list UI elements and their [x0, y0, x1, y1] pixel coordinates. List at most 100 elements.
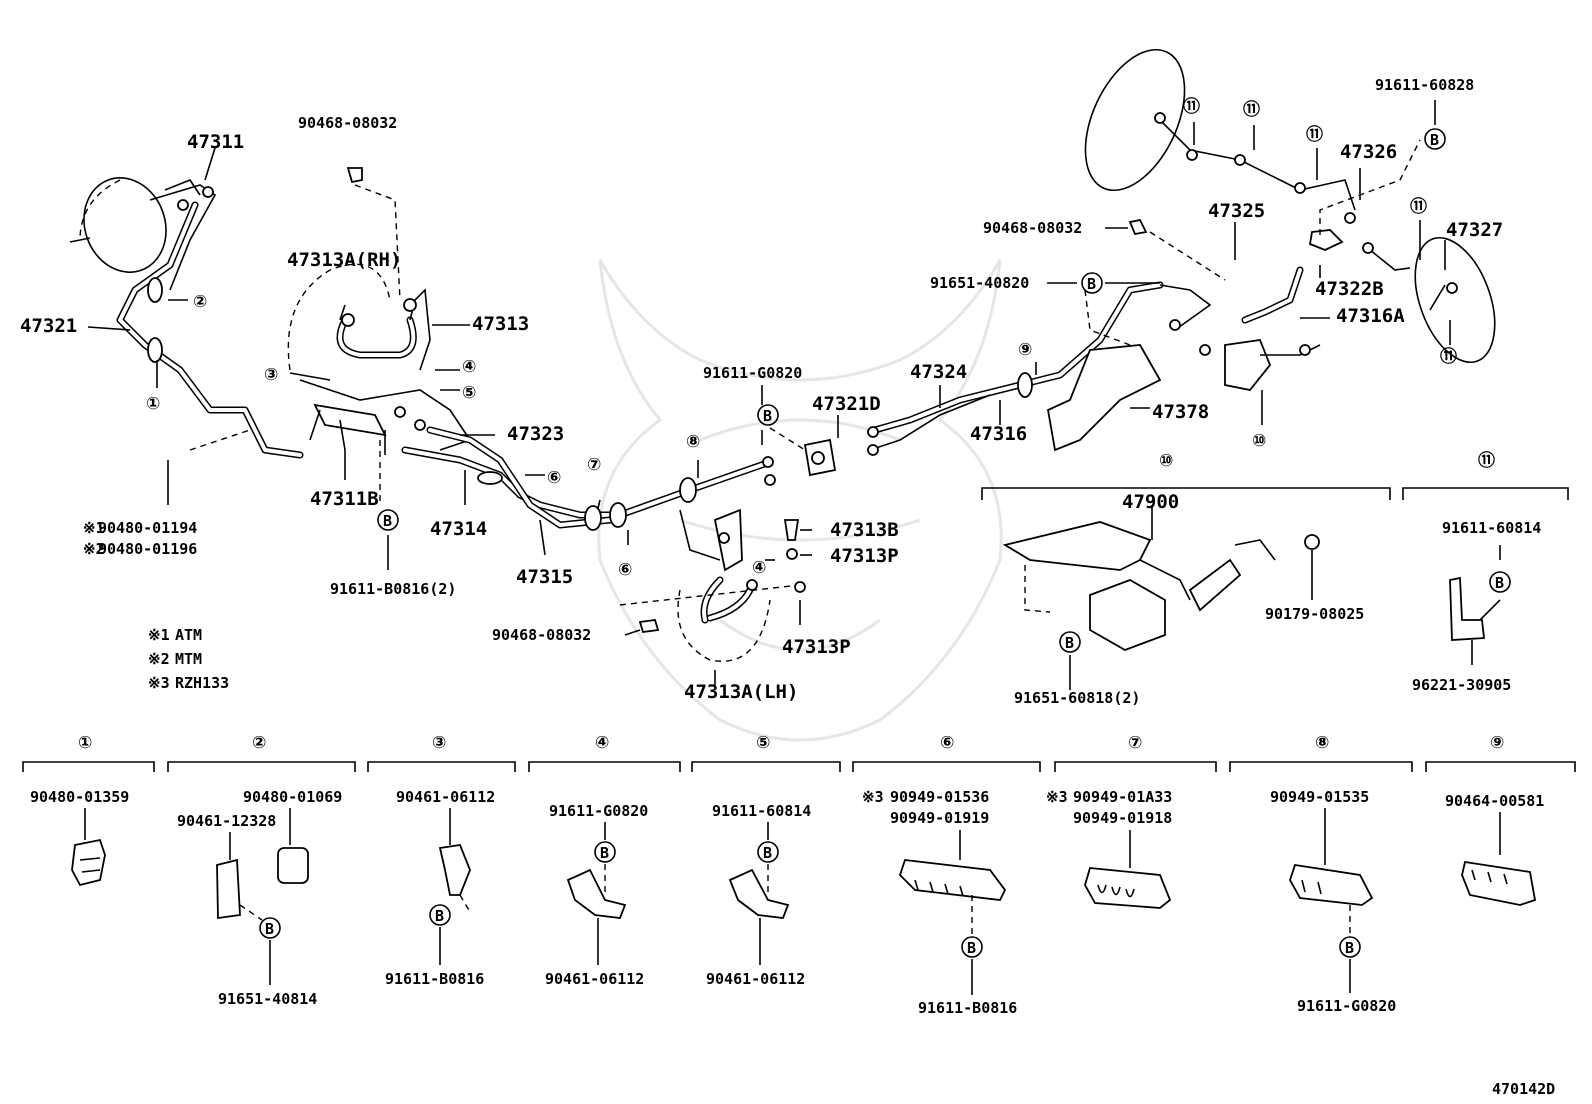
detail-group-1: 90480-01359	[30, 788, 129, 887]
detail-group-5: 91611-60814 B 90461-06112	[706, 802, 811, 988]
callout-4-lower: ④	[752, 558, 766, 578]
g4-part-b: 90461-06112	[545, 970, 644, 988]
brake-line-47324-47316	[867, 281, 1212, 456]
group-header-6: ⑥	[940, 733, 954, 753]
group-header-8: ⑧	[1315, 733, 1329, 753]
group-header-9: ⑨	[1490, 733, 1504, 753]
note-mark-1-legend: ※1	[148, 626, 170, 644]
g6-b-marker: B	[967, 939, 976, 957]
g6-mark: ※3	[862, 788, 884, 806]
diagram-code: 470142D	[1492, 1080, 1555, 1098]
g7-part-b: 90949-01918	[1073, 809, 1172, 827]
callout-9-upper: ⑨	[1018, 340, 1032, 360]
label-90468-08032-a: 90468-08032	[298, 114, 397, 132]
note-text-atm: ATM	[175, 626, 202, 644]
g5-part-a: 91611-60814	[712, 802, 811, 820]
callout-numbers: ② ① ③ ④ ⑤ ⑥ ⑦ ⑥ ⑧ ④ ⑨ ⑩ ⑪ ⑪ ⑪ ⑪ ⑪ ⑩ ⑪	[146, 96, 1495, 580]
callout-11-c: ⑪	[1306, 124, 1323, 145]
brake-line-trunk-47314-47315	[401, 426, 776, 561]
g2-part-b: 90461-12328	[177, 812, 276, 830]
label-47324: 47324	[910, 361, 967, 383]
callout-8-upper: ⑧	[686, 432, 700, 452]
group-header-2: ②	[252, 733, 266, 753]
label-47314: 47314	[430, 518, 487, 540]
b-marker-3: B	[1087, 275, 1096, 293]
g6-part-b: 90949-01919	[890, 809, 989, 827]
label-47315: 47315	[516, 566, 573, 588]
g2-part-a: 90480-01069	[243, 788, 342, 806]
label-96221-30905: 96221-30905	[1412, 676, 1511, 694]
g1-part: 90480-01359	[30, 788, 129, 806]
label-47321: 47321	[20, 315, 77, 337]
b-marker-1: B	[383, 512, 392, 530]
group-brackets-top-right	[981, 487, 1569, 500]
g2-part-c: 91651-40814	[218, 990, 317, 1008]
callout-3: ③	[264, 365, 278, 385]
g7-part-a: 90949-01A33	[1073, 788, 1172, 806]
leader-lines	[87, 100, 1451, 690]
label-90480-01196: 90480-01196	[98, 540, 197, 558]
note-text-mtm: MTM	[175, 650, 202, 668]
detail-group-4: 91611-G0820 B 90461-06112	[545, 802, 648, 988]
bracket-47311b	[299, 379, 472, 505]
label-47316: 47316	[970, 423, 1027, 445]
label-47313p-b: 47313P	[782, 636, 851, 658]
connector-47321d	[769, 427, 837, 477]
callout-11-e: ⑪	[1440, 346, 1457, 367]
label-47313a-rh: 47313A(RH)	[287, 249, 401, 271]
rear-right-brake-assembly	[1084, 48, 1496, 364]
g6-part-c: 91611-B0816	[918, 999, 1017, 1017]
callout-6-upper: ⑥	[547, 468, 561, 488]
detail-group-brackets	[22, 761, 1576, 772]
label-91611-b0816-2: 91611-B0816(2)	[330, 580, 456, 598]
g6-part-a: 90949-01536	[890, 788, 989, 806]
callout-10-upper: ⑩	[1252, 431, 1266, 451]
lsp-valve-47900	[1002, 521, 1320, 651]
label-90480-01194: 90480-01194	[98, 519, 197, 537]
label-91651-40820: 91651-40820	[930, 274, 1029, 292]
label-47323: 47323	[507, 423, 564, 445]
callout-11-b: ⑪	[1243, 99, 1260, 120]
label-47321d: 47321D	[812, 393, 881, 415]
label-90179-08025: 90179-08025	[1265, 605, 1364, 623]
g4-b-marker: B	[600, 844, 609, 862]
detail-group-8: 90949-01535 B 91611-G0820	[1270, 788, 1396, 1015]
lsp-valve-top	[1224, 339, 1321, 391]
g4-part-a: 91611-G0820	[549, 802, 648, 820]
callout-2: ②	[193, 292, 207, 312]
b-marker-5: B	[1065, 634, 1074, 652]
front-left-brake-assembly	[69, 177, 217, 291]
g3-part-b: 91611-B0816	[385, 970, 484, 988]
label-91611-60814-right: 91611-60814	[1442, 519, 1541, 537]
callout-11-d: ⑪	[1410, 196, 1427, 217]
g8-part-a: 90949-01535	[1270, 788, 1369, 806]
label-47316a: 47316A	[1336, 305, 1405, 327]
part-number-labels: 47311 90468-08032 47321 47313A(RH) 47313…	[20, 76, 1541, 707]
g5-b-marker: B	[763, 844, 772, 862]
detail-group-9: 90464-00581	[1445, 792, 1544, 906]
callout-11-header: ⑪	[1478, 450, 1495, 471]
g9-part: 90464-00581	[1445, 792, 1544, 810]
g7-mark: ※3	[1046, 788, 1068, 806]
label-47325: 47325	[1208, 200, 1265, 222]
note-text-rzh133: RZH133	[175, 674, 229, 692]
label-91611-g0820-top: 91611-G0820	[703, 364, 802, 382]
g3-part-a: 90461-06112	[396, 788, 495, 806]
detail-group-3: 90461-06112 B 91611-B0816	[385, 788, 495, 988]
callout-4-upper: ④	[462, 357, 476, 377]
callout-5-upper: ⑤	[462, 383, 476, 403]
group-header-5: ⑤	[756, 733, 770, 753]
label-90468-08032-b: 90468-08032	[492, 626, 591, 644]
label-47313: 47313	[472, 313, 529, 335]
label-47327: 47327	[1446, 219, 1503, 241]
label-90468-08032-c: 90468-08032	[983, 219, 1082, 237]
g3-b-marker: B	[435, 907, 444, 925]
bracket-47378	[1046, 289, 1162, 452]
group-11-bracket	[1449, 545, 1501, 665]
label-47311b: 47311B	[310, 488, 379, 510]
label-91611-60828: 91611-60828	[1375, 76, 1474, 94]
label-91651-60818-2: 91651-60818(2)	[1014, 689, 1140, 707]
label-47322b: 47322B	[1315, 278, 1384, 300]
